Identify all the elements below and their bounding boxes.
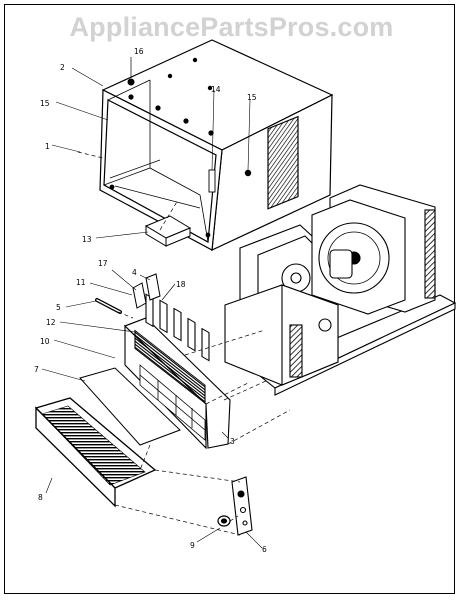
label-part-13: 13 — [82, 235, 92, 244]
label-part-16: 16 — [134, 47, 144, 56]
label-part-3: 3 — [230, 437, 235, 446]
label-part-15-left: 15 — [40, 99, 50, 108]
part-9-knob — [217, 515, 231, 527]
label-part-6: 6 — [262, 545, 267, 554]
label-part-18: 18 — [176, 280, 186, 289]
label-part-17: 17 — [98, 259, 108, 268]
watermark-text: AppliancePartsPros.com — [69, 12, 394, 42]
label-part-2: 2 — [60, 63, 65, 72]
part-6-control-plate — [231, 476, 253, 536]
label-part-15-right: 15 — [247, 93, 257, 102]
label-part-12: 12 — [46, 318, 56, 327]
part-8-grille — [34, 397, 157, 508]
control-brackets — [132, 273, 161, 309]
front-panel-assembly — [123, 293, 231, 450]
diagram-border — [4, 4, 455, 594]
part-16-plug — [127, 57, 135, 86]
label-part-8: 8 — [38, 493, 43, 502]
cabinet-shell — [99, 39, 334, 251]
label-part-9: 9 — [190, 541, 195, 550]
chassis-assembly — [224, 184, 457, 396]
label-part-11: 11 — [76, 278, 86, 287]
label-part-7: 7 — [34, 365, 39, 374]
label-part-4: 4 — [132, 268, 137, 277]
label-part-5: 5 — [56, 303, 61, 312]
label-part-10: 10 — [40, 337, 50, 346]
part-labels: 2 15 1 16 14 15 13 17 4 11 18 5 12 10 7 … — [34, 47, 267, 554]
part-13-block — [144, 215, 192, 247]
part-5-rod — [95, 298, 122, 314]
assembly-guide-lines — [77, 151, 291, 536]
leader-lines — [41, 67, 263, 549]
label-part-1: 1 — [45, 142, 50, 151]
part-7-filter — [79, 367, 181, 446]
label-part-14: 14 — [211, 85, 221, 94]
